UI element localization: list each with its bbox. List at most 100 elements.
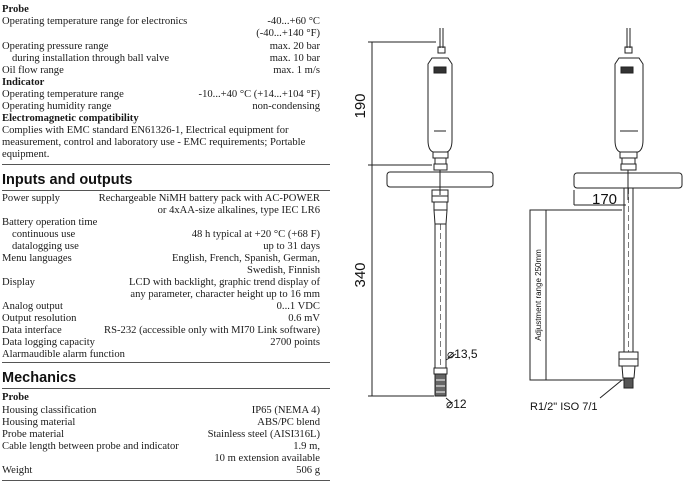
probe-cable-left (437, 28, 446, 54)
ball-valve-nut-left (431, 189, 449, 225)
spec-label: Display (2, 277, 35, 288)
spec-value: 1.9 m, (293, 441, 320, 452)
spec-row-battery: Battery operation time (2, 217, 320, 229)
dimension-190 (368, 41, 436, 166)
spec-row-ball-valve: during installation through ball valve m… (2, 53, 320, 65)
mounting-flange-right (573, 170, 683, 200)
probe-tube-right (623, 188, 634, 352)
dimension-340 (368, 165, 434, 397)
mech-probe-heading: Probe (2, 392, 29, 403)
spec-row-continuous: continuous use 48 h typical at +20 °C (+… (2, 229, 320, 241)
dimension-13-5-leader (445, 353, 457, 361)
spec-value: ABS/PC blend (257, 417, 320, 428)
dim-label-12: ⌀12 (446, 397, 467, 411)
spec-value: -10...+40 °C (+14...+104 °F) (198, 89, 320, 100)
spec-label: Operating temperature range (2, 89, 124, 100)
spec-row-weight: Weight 506 g (2, 465, 320, 477)
spec-value: 0...1 VDC (276, 301, 320, 312)
spec-label: Operating pressure range (2, 41, 109, 52)
spec-row-cable-2: 10 m extension available (2, 453, 320, 465)
spec-row-menu-2: Swedish, Finnish (2, 265, 320, 277)
spec-row-op-temp-f: (-40...+140 °F) (2, 28, 320, 40)
spec-row-cable: Cable length between probe and indicator… (2, 441, 320, 453)
dim-label-190: 190 (352, 93, 369, 118)
spec-value: max. 20 bar (269, 41, 320, 52)
spec-value: Rechargeable NiMH battery pack with AC-P… (98, 193, 320, 204)
spec-value: LCD with backlight, graphic trend displa… (129, 277, 320, 288)
spec-label: Cable length between probe and indicator (2, 441, 179, 452)
spec-row-housing-mat: Housing material ABS/PC blend (2, 417, 320, 429)
spec-value: Swedish, Finnish (247, 265, 320, 276)
probe-tube-left (433, 224, 448, 397)
spec-value: non-condensing (252, 101, 320, 112)
spec-label: Operating temperature range for electron… (2, 16, 188, 27)
divider (2, 388, 330, 389)
spec-label: Operating humidity range (2, 101, 112, 112)
spec-row-housing-class: Housing classification IP65 (NEMA 4) (2, 405, 320, 417)
dimension-170 (573, 190, 626, 206)
spec-row-oil-flow: Oil flow range max. 1 m/s (2, 65, 320, 77)
spec-row-power-2: or 4xAA-size alkalines, type IEC LR6 (2, 205, 320, 217)
adjustment-range-bracket (529, 209, 624, 381)
spec-value: IP65 (NEMA 4) (251, 405, 320, 416)
spec-value: max. 10 bar (269, 53, 320, 64)
spec-value: 0.6 mV (288, 313, 320, 324)
thread-leader (599, 379, 623, 399)
spec-value: or 4xAA-size alkalines, type IEC LR6 (157, 205, 320, 216)
spec-label: Battery operation time (2, 217, 98, 228)
dimension-12-leader (445, 397, 453, 404)
spec-label: continuous use (12, 229, 76, 240)
adjustment-range-label: Adjustment range 250mm (534, 249, 543, 341)
mounting-flange-left (386, 170, 494, 195)
spec-label: datalogging use (12, 241, 79, 252)
spec-value: 506 g (296, 465, 320, 476)
dim-label-13-5: ⌀13,5 (447, 347, 478, 361)
spec-label: Data interface (2, 325, 62, 336)
spec-label: Housing material (2, 417, 76, 428)
spec-label: during installation through ball valve (12, 53, 170, 64)
spec-row-pressure: Operating pressure range max. 20 bar (2, 41, 320, 53)
spec-value: 2700 points (270, 337, 320, 348)
spec-label: Analog output (2, 301, 63, 312)
mechanics-title: Mechanics (2, 370, 77, 386)
thread-fitting-right (618, 351, 639, 389)
spec-row-humidity: Operating humidity range non-condensing (2, 101, 320, 113)
spec-label: Menu languages (2, 253, 72, 264)
spec-label: Data logging capacity (2, 337, 95, 348)
spec-row-logging: Data logging capacity 2700 points (2, 337, 320, 349)
spec-row-probe-mat: Probe material Stainless steel (AISI316L… (2, 429, 320, 441)
spec-value: -40...+60 °C (267, 16, 320, 27)
spec-row-display: Display LCD with backlight, graphic tren… (2, 277, 320, 289)
inputs-outputs-title: Inputs and outputs (2, 172, 133, 188)
spec-value: 10 m extension available (214, 453, 320, 464)
indicator-housing-right (614, 57, 644, 171)
dim-label-340: 340 (352, 262, 369, 287)
technical-drawing: 190 340 170 ⌀13,5 ⌀12 Adjustment range 2… (352, 28, 683, 413)
thread-label: R1/2" ISO 7/1 (530, 401, 598, 413)
spec-label: Weight (2, 465, 33, 476)
spec-label: Probe material (2, 429, 65, 440)
spec-value: English, French, Spanish, German, (172, 253, 320, 264)
spec-label: Alarmaudible alarm function (2, 349, 125, 360)
emc-text: Complies with EMC standard EN61326-1, El… (2, 125, 306, 160)
spec-row-interface: Data interface RS-232 (accessible only w… (2, 325, 320, 337)
spec-value: max. 1 m/s (273, 65, 320, 76)
divider (2, 190, 330, 191)
indicator-heading: Indicator (2, 77, 45, 88)
divider (2, 480, 330, 481)
emc-heading: Electromagnetic compatibility (2, 113, 139, 124)
spec-value: up to 31 days (263, 241, 320, 252)
spec-row-analog: Analog output 0...1 VDC (2, 301, 320, 313)
spec-row-menu: Menu languages English, French, Spanish,… (2, 253, 320, 265)
spec-value: RS-232 (accessible only with MI70 Link s… (104, 325, 320, 336)
spec-row-alarm: Alarmaudible alarm function (2, 349, 320, 361)
divider (2, 164, 330, 165)
spec-value: any parameter, character height up to 16… (130, 289, 320, 300)
spec-row-op-temp: Operating temperature range for electron… (2, 16, 320, 28)
spec-label: Output resolution (2, 313, 77, 324)
spec-label: Power supply (2, 193, 60, 204)
spec-value: (-40...+140 °F) (256, 28, 320, 39)
spec-label: Oil flow range (2, 65, 64, 76)
spec-label: Housing classification (2, 405, 97, 416)
spec-row-display-2: any parameter, character height up to 16… (2, 289, 320, 301)
